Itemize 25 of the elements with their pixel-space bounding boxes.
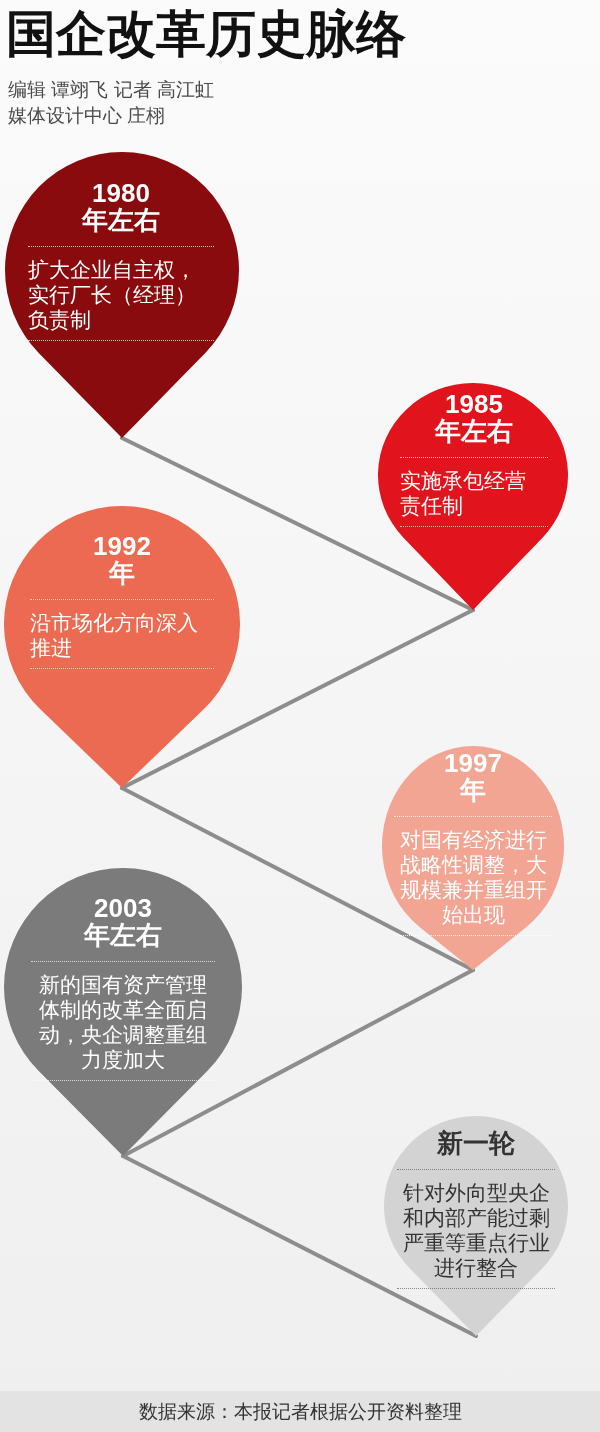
pin-marker — [378, 383, 568, 610]
pin-marker — [384, 1116, 568, 1336]
pin-marker — [4, 506, 240, 788]
pin-marker — [5, 152, 239, 438]
timeline-heading: 1980年左右 — [80, 180, 161, 234]
title: 国企改革历史脉络 — [6, 5, 406, 64]
event-description: 针对外向型央企和内部产能过剩严重等重点行业进行整合 — [401, 1180, 551, 1280]
event-description: 新的国有资产管理体制的改革全面启动，央企调整重组力度加大 — [38, 972, 208, 1072]
timeline-heading: 1985年左右 — [433, 391, 514, 445]
connector-line — [121, 968, 475, 1158]
pin-marker — [382, 746, 564, 970]
source-note: 数据来源：本报记者根据公开资料整理 — [0, 1391, 600, 1432]
byline: 媒体设计中心 庄栩 — [8, 104, 166, 128]
connector-line — [121, 1154, 478, 1338]
timeline-heading: 2003年左右 — [82, 895, 163, 949]
event-description: 沿市场化方向深入推进 — [30, 610, 199, 660]
timeline-heading: 新一轮 — [436, 1130, 516, 1157]
event-description: 实施承包经营责任制 — [400, 468, 527, 518]
connector-line — [120, 436, 475, 612]
pin-marker — [4, 868, 242, 1156]
event-description: 扩大企业自主权，实行厂长（经理）负责制 — [28, 257, 197, 332]
byline: 编辑 谭翊飞 记者 高江虹 — [8, 78, 214, 102]
timeline-heading: 1997年 — [443, 750, 503, 804]
event-description: 对国有经济进行战略性调整，大规模兼并重组开始出现 — [398, 827, 548, 927]
timeline-heading: 1992年 — [92, 533, 152, 587]
